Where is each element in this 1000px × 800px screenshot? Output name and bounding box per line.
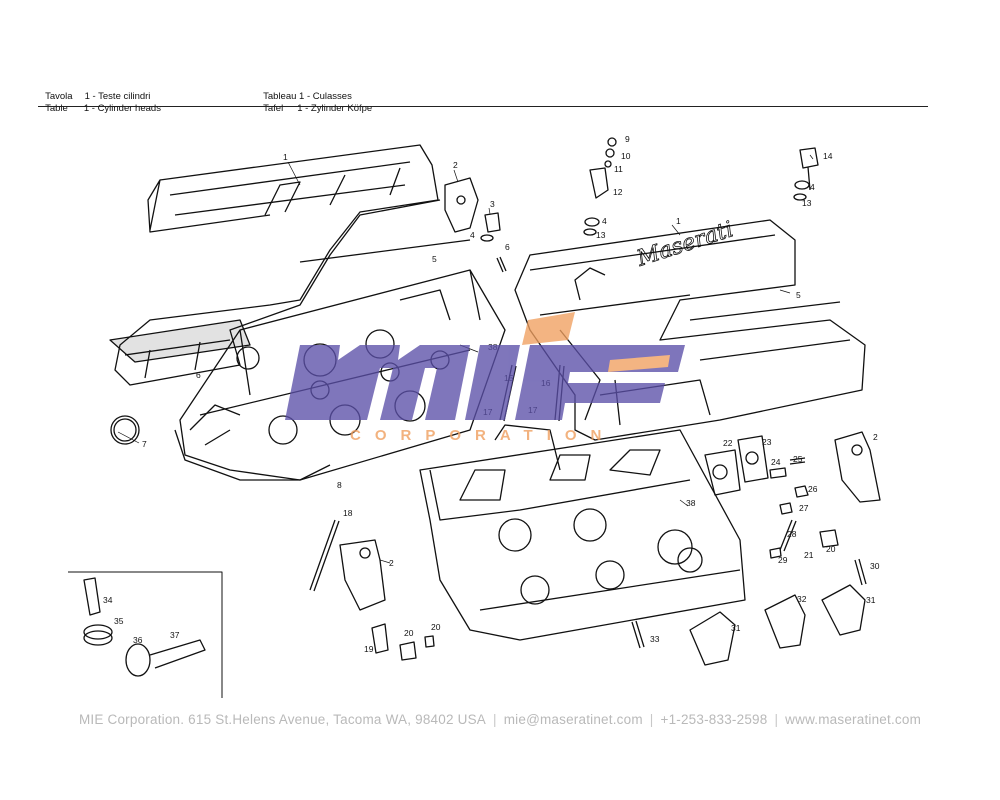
callout-27: 27 <box>799 503 809 513</box>
header-de-word: Tafel <box>263 103 284 114</box>
maserati-script-logo: Maserati <box>633 217 736 272</box>
header-it-num: 1 <box>84 91 90 102</box>
plug-20 <box>399 641 417 661</box>
header-de-title: - Zylinder Köfpe <box>305 103 373 114</box>
callout-2: 2 <box>873 432 878 442</box>
left-cam-cover <box>109 144 441 386</box>
cap-31-a <box>689 611 736 666</box>
footer-phone: +1-253-833-2598 <box>660 712 768 727</box>
header-fr-title: - Culasses <box>306 91 352 102</box>
stud-18 <box>309 519 340 592</box>
plug-19 <box>371 623 389 654</box>
callout-24: 24 <box>771 457 781 467</box>
bracket-2-top <box>444 177 479 233</box>
inset-box <box>68 571 223 698</box>
callout-1: 1 <box>676 216 681 226</box>
callout-20: 20 <box>431 622 441 632</box>
callout-13: 13 <box>596 230 606 240</box>
callout-14: 14 <box>823 151 833 161</box>
footer-email[interactable]: mie@maseratinet.com <box>503 712 643 727</box>
mie-watermark <box>285 312 685 420</box>
header-de-num: 1 <box>297 103 303 114</box>
callout-26: 26 <box>808 484 818 494</box>
callout-8: 8 <box>337 480 342 490</box>
callout-23: 23 <box>762 437 772 447</box>
footer-sep: | <box>649 712 654 727</box>
callout-13: 13 <box>802 198 812 208</box>
footer-company: MIE Corporation. 615 St.Helens Avenue, T… <box>78 712 486 727</box>
header-it: Tavola 1 - Teste cilindri <box>40 79 150 103</box>
watermark-logo-purple <box>285 345 685 420</box>
callout-32: 32 <box>797 594 807 604</box>
header-en-word: Table <box>45 103 68 114</box>
cap-31-b <box>821 584 866 636</box>
stud-33 <box>631 620 645 649</box>
callout-1: 1 <box>283 152 288 162</box>
header-rule <box>38 106 928 107</box>
callout-9: 9 <box>625 134 630 144</box>
callout-33: 33 <box>650 634 660 644</box>
flange-23 <box>737 435 769 483</box>
callout-7: 7 <box>142 439 147 449</box>
callout-10: 10 <box>621 151 631 161</box>
bolt-3 <box>484 212 501 233</box>
callout-37: 37 <box>170 630 180 640</box>
callout-5: 5 <box>796 290 801 300</box>
right-cylinder-head <box>419 424 746 641</box>
footer-sep: | <box>493 712 497 727</box>
callout-36: 36 <box>133 635 143 645</box>
callout-4: 4 <box>470 230 475 240</box>
bracket-2-lower <box>339 539 386 611</box>
header-en: Table 1 - Cylinder heads <box>40 91 161 115</box>
stud-30 <box>854 558 867 586</box>
sensor-12 <box>589 167 609 199</box>
callout-25: 25 <box>793 454 803 464</box>
header-it-word: Tavola <box>45 91 73 102</box>
footer-website[interactable]: www.maseratinet.com <box>785 712 922 727</box>
callout-4: 4 <box>810 182 815 192</box>
callout-12: 12 <box>613 187 623 197</box>
callout-6: 6 <box>505 242 510 252</box>
gasket-22 <box>704 449 741 496</box>
callout-30: 30 <box>870 561 880 571</box>
watermark-logo-orange <box>522 312 670 372</box>
callout-35: 35 <box>114 616 124 626</box>
bracket-2-right <box>834 431 881 503</box>
callout-18: 18 <box>343 508 353 518</box>
callout-20: 20 <box>826 544 836 554</box>
header-fr: Tableau 1 - Culasses <box>258 79 352 103</box>
o-ring-7 <box>110 415 140 445</box>
header-it-title: - Teste cilindri <box>92 91 151 102</box>
bolt-14 <box>799 147 819 191</box>
callout-21: 21 <box>804 550 814 560</box>
watermark-tagline: CORPORATION <box>350 427 615 444</box>
callout-38: 38 <box>686 498 696 508</box>
header-de: Tafel 1 - Zylinder Köfpe <box>258 91 372 115</box>
callout-19: 19 <box>364 644 374 654</box>
callout-3: 3 <box>490 199 495 209</box>
header-fr-word: Tableau 1 <box>263 91 305 102</box>
callout-4: 4 <box>602 216 607 226</box>
callout-5: 5 <box>432 254 437 264</box>
callout-20: 20 <box>404 628 414 638</box>
callout-22: 22 <box>723 438 733 448</box>
footer-contact: MIE Corporation. 615 St.Helens Avenue, T… <box>0 712 1000 727</box>
callout-31: 31 <box>866 595 876 605</box>
callout-2: 2 <box>453 160 458 170</box>
callout-29: 29 <box>778 555 788 565</box>
footer-sep: | <box>774 712 779 727</box>
callout-6: 6 <box>196 370 201 380</box>
callout-31: 31 <box>731 623 741 633</box>
callout-34: 34 <box>103 595 113 605</box>
callout-2: 2 <box>389 558 394 568</box>
cap-32 <box>764 594 806 649</box>
callout-11: 11 <box>614 164 623 174</box>
header-en-num: 1 <box>83 103 90 114</box>
header-en-title: - Cylinder heads <box>91 103 161 114</box>
callout-28: 28 <box>787 529 797 539</box>
